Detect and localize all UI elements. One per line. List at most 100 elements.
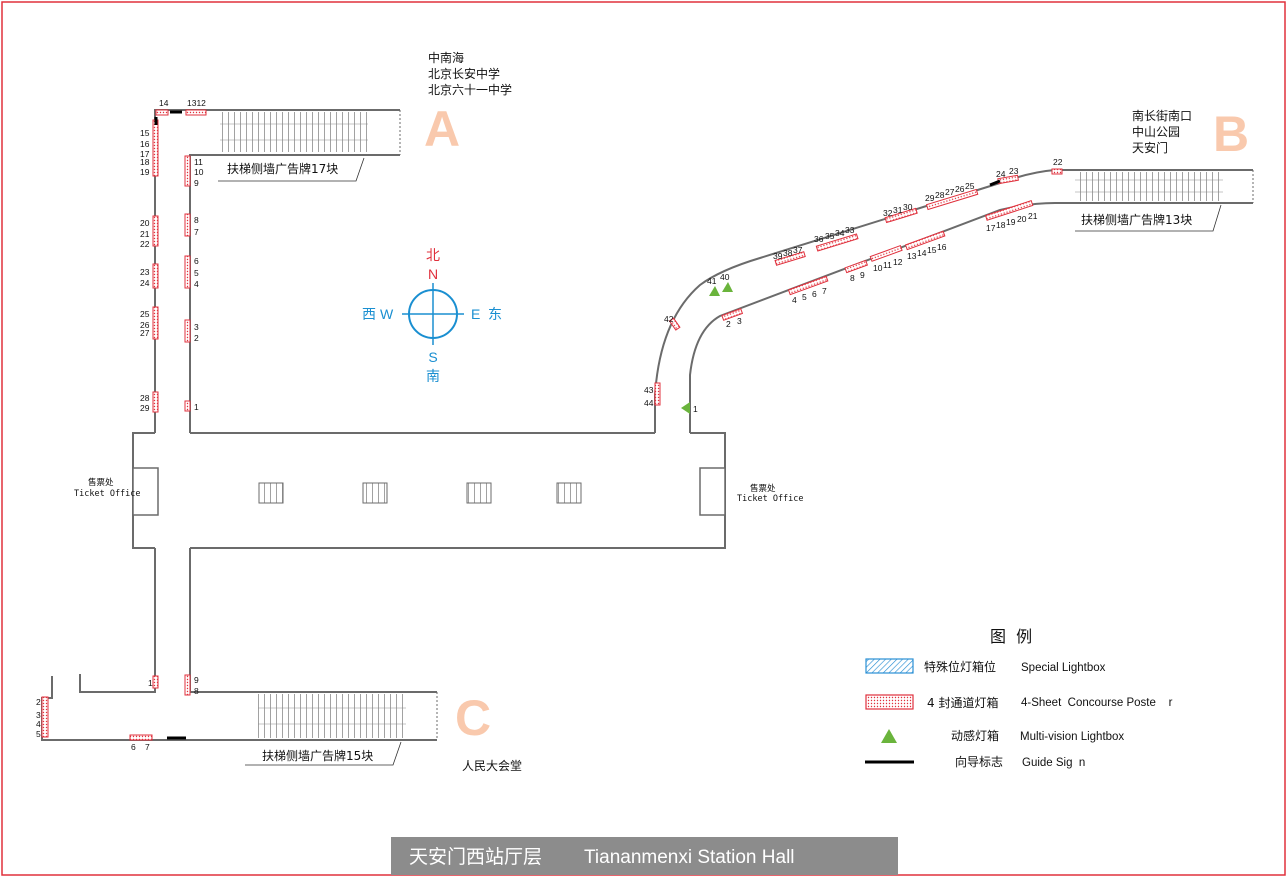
num-a-w29: 29 <box>140 403 150 413</box>
poster-a-east-2-3 <box>184 319 191 343</box>
hall-stair-2 <box>362 482 388 504</box>
title-cn: 天安门西站厅层 <box>409 846 542 868</box>
num-a-w16: 16 <box>140 139 150 149</box>
ticket-office-east-label: 售票处 Ticket Office <box>737 483 804 504</box>
num-c-5: 5 <box>36 729 41 739</box>
poster-b-8-9 <box>844 259 869 274</box>
num-a-w21: 21 <box>140 229 150 239</box>
poster-b-30-32 <box>884 207 918 224</box>
num-b-n39: 39 <box>773 251 783 261</box>
escalator-a <box>220 110 401 155</box>
num-b-n27: 27 <box>945 187 955 197</box>
num-a-e2: 2 <box>194 333 199 343</box>
num-b-n38: 38 <box>783 248 793 258</box>
escalator-c-label: 扶梯侧墙广告牌15块 <box>262 748 373 763</box>
num-a-e8: 8 <box>194 215 199 225</box>
num-c-1: 1 <box>148 678 153 688</box>
num-b-n30: 30 <box>903 202 913 212</box>
poster-b-33-36 <box>815 233 859 252</box>
num-a-e3: 3 <box>194 322 199 332</box>
poster-b-4-7 <box>787 275 829 296</box>
poster-a-east-9-11 <box>184 155 191 187</box>
poster-a-west-23-24 <box>152 263 159 289</box>
num-c-7: 7 <box>145 742 150 752</box>
num-b-s15: 15 <box>927 245 937 255</box>
poster-c-2-5 <box>41 696 49 738</box>
exit-a-destinations: 中南海 北京长安中学 北京六十一中学 <box>428 50 512 97</box>
legend-special-cn: 特殊位灯箱位 <box>924 659 996 674</box>
hall-stair-1 <box>258 482 284 504</box>
hall-stair-3 <box>466 482 492 504</box>
legend-special-en: Special Lightbox <box>1021 662 1106 674</box>
poster-numbers-b: 44 43 42 41 40 39 38 37 36 35 34 33 32 3… <box>644 157 1063 414</box>
num-b-n29: 29 <box>925 193 935 203</box>
num-c-8: 8 <box>194 686 199 696</box>
num-b-n40: 40 <box>720 272 730 282</box>
num-b-s14: 14 <box>917 248 927 258</box>
poster-c-6-7 <box>129 734 153 741</box>
num-c-4: 4 <box>36 719 41 729</box>
num-b-s4: 4 <box>792 295 797 305</box>
ticket-office-west-en: Ticket Office <box>74 489 141 499</box>
posters-b <box>654 168 1063 406</box>
exit-b-dest-3: 天安门 <box>1132 140 1168 155</box>
num-b-s20: 20 <box>1017 214 1027 224</box>
exit-b-letter: B <box>1213 106 1249 162</box>
poster-a-top-12-13 <box>185 109 207 116</box>
num-a-e1: 1 <box>194 402 199 412</box>
exit-c-dest-1: 人民大会堂 <box>462 759 522 773</box>
num-b-n34: 34 <box>835 228 845 238</box>
exit-a-letter: A <box>424 101 460 157</box>
num-b-n24: 24 <box>996 169 1006 179</box>
legend-title: 图 例 <box>990 627 1032 646</box>
compass-west-cn: 西 <box>362 307 376 323</box>
num-a-e9: 9 <box>194 178 199 188</box>
hall-stair-4 <box>556 482 582 504</box>
num-b-s21: 21 <box>1028 211 1038 221</box>
poster-c-8-9 <box>184 674 191 696</box>
num-b-s1: 1 <box>693 404 698 414</box>
legend-guide-sign: 向导标志 Guide Sig n <box>865 754 1085 769</box>
num-a-t1312: 1312 <box>187 98 206 108</box>
guide-sign-b <box>989 179 1001 187</box>
compass-south-cn: 南 <box>426 369 440 385</box>
poster-b-25-29 <box>925 188 979 211</box>
compass-east-cn: 东 <box>488 307 502 323</box>
poster-a-east-1 <box>184 400 191 412</box>
num-b-s8: 8 <box>850 273 855 283</box>
legend-poster-swatch <box>865 694 914 710</box>
poster-a-top-14 <box>155 109 169 116</box>
num-b-s11: 11 <box>883 260 892 270</box>
poster-b-43-44 <box>654 382 661 406</box>
num-b-n41: 41 <box>707 276 717 286</box>
title-bar: 天安门西站厅层 Tiananmenxi Station Hall <box>391 837 898 875</box>
num-b-n35: 35 <box>825 231 835 241</box>
poster-b-2-3 <box>721 308 744 321</box>
legend-guide-cn: 向导标志 <box>955 754 1003 769</box>
escalator-b-label: 扶梯侧墙广告牌13块 <box>1081 212 1192 227</box>
num-b-s12: 12 <box>893 257 903 267</box>
exit-a-dest-3: 北京六十一中学 <box>428 82 512 97</box>
exit-a-dest-2: 北京长安中学 <box>428 66 500 81</box>
num-b-s6: 6 <box>812 289 817 299</box>
num-a-w28: 28 <box>140 393 150 403</box>
guide-signs <box>154 110 1001 740</box>
exit-a-dest-1: 中南海 <box>428 50 464 65</box>
hall-stairs <box>258 482 582 504</box>
num-b-n26: 26 <box>955 184 965 194</box>
compass-north: N <box>428 266 438 282</box>
num-a-w26: 26 <box>140 320 150 330</box>
legend-multivision-swatch <box>881 729 897 743</box>
exit-b-destinations: 南长街南口 中山公园 天安门 <box>1132 108 1192 155</box>
num-b-s19: 19 <box>1006 217 1016 227</box>
num-b-s3: 3 <box>737 316 742 326</box>
legend-guide-en: Guide Sig n <box>1022 757 1085 769</box>
num-a-e4: 4 <box>194 279 199 289</box>
num-b-s18: 18 <box>996 220 1006 230</box>
num-b-s7: 7 <box>822 286 827 296</box>
ticket-office-west-cn: 售票处 <box>88 477 114 488</box>
compass-north-cn: 北 <box>426 248 440 264</box>
legend-multivision-en: Multi-vision Lightbox <box>1020 731 1124 743</box>
escalator-a-label: 扶梯侧墙广告牌17块 <box>227 161 338 176</box>
